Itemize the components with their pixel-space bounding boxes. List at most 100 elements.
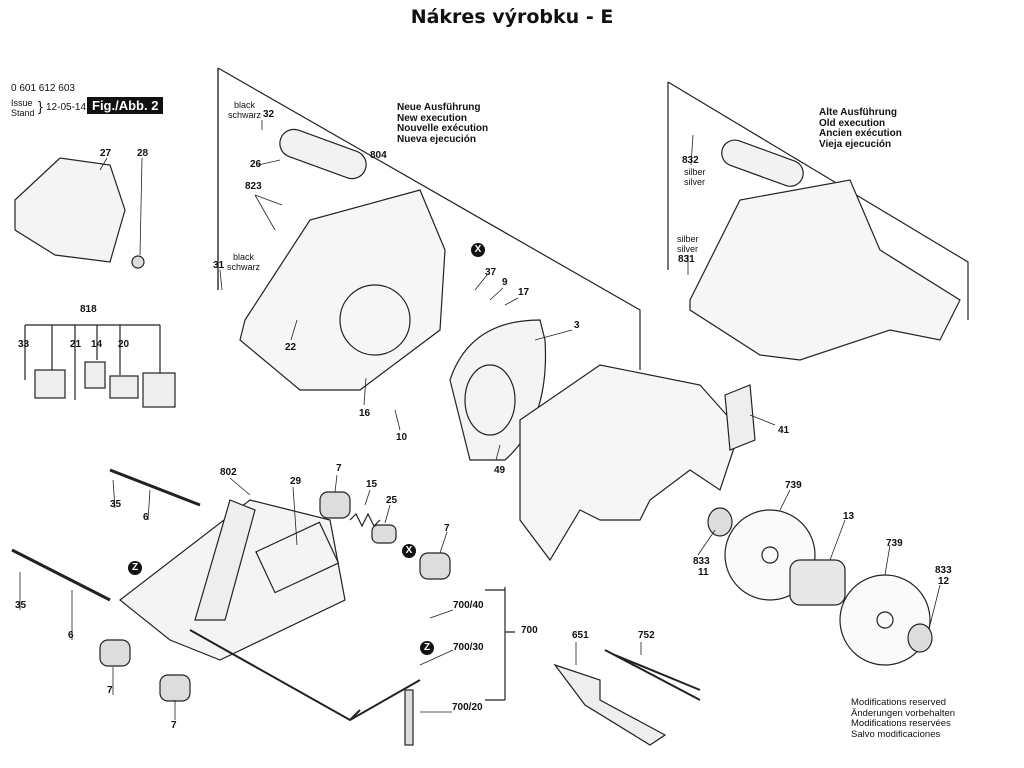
part-700-20-pin: [404, 689, 414, 746]
part-label: 14: [91, 339, 103, 350]
part-label: 6: [68, 630, 74, 641]
marker-x-icon: X: [402, 544, 416, 558]
part-label: 27: [100, 148, 112, 159]
part-label: 49: [494, 465, 506, 476]
issue-date: 12-05-14: [46, 102, 87, 113]
brace: }: [38, 98, 43, 114]
note-line: Nueva ejecución: [397, 133, 476, 145]
note-line: Salvo modificaciones: [851, 728, 941, 740]
rod-6-upper: [109, 468, 201, 507]
part-label: 26: [250, 159, 262, 170]
roller-7c: [99, 639, 131, 667]
note-line: Änderungen vorbehalten: [851, 707, 956, 719]
part-label: 833: [693, 556, 710, 567]
guard-new: [239, 189, 446, 391]
part-label: 31: [213, 260, 225, 271]
part-label: 700/20: [452, 702, 483, 713]
part-label: 11: [698, 567, 709, 578]
part-label: 818: [80, 304, 97, 315]
part-label: 29: [290, 476, 302, 487]
new-execution-note: Neue Ausführung New execution Nouvelle e…: [397, 102, 488, 145]
part-28-screw: [131, 255, 145, 269]
part-label: 32: [263, 109, 275, 120]
marker-z-icon: Z: [420, 641, 434, 655]
part-label: 12: [938, 576, 950, 587]
marker-x-icon: X: [471, 243, 485, 257]
part-20: [109, 375, 139, 399]
part-802-handle: [194, 499, 256, 621]
roller-7a: [319, 491, 351, 519]
part-label: 823: [245, 181, 262, 192]
part-29-label: [255, 521, 340, 594]
part-833-11-nut: [707, 507, 733, 537]
part-label: 35: [15, 600, 27, 611]
part-739-blade-1-hub: [761, 546, 779, 564]
assembly-frame-old: [667, 81, 969, 320]
part-label: schwarz: [228, 110, 262, 120]
marker-z-icon: Z: [128, 561, 142, 575]
part-27-cover: [14, 157, 126, 263]
part-label: 832: [682, 155, 699, 166]
note-line: Alte Ausführung: [819, 107, 897, 118]
part-label: 700/40: [453, 600, 484, 611]
part-label: 41: [778, 425, 790, 436]
roller-7b: [419, 552, 451, 580]
part-label: 21: [70, 339, 82, 350]
part-label: 651: [572, 630, 589, 641]
part-label: silver: [684, 177, 706, 187]
part-833-12-nut: [907, 623, 933, 653]
part-label: 3: [574, 320, 580, 331]
part-label: 9: [502, 277, 508, 288]
part-label: 7: [171, 720, 177, 731]
part-41-plate: [724, 384, 756, 451]
spring-15: [349, 512, 381, 528]
bracket-818: [24, 324, 161, 400]
part-label: 25: [386, 495, 398, 506]
note-line: New execution: [397, 112, 468, 124]
part-label: 752: [638, 630, 655, 641]
old-execution-note: Alte Ausführung Old execution Ancien exé…: [819, 107, 902, 150]
part-label: 37: [485, 267, 497, 278]
part-label: 22: [285, 342, 297, 353]
part-label: 739: [886, 538, 903, 549]
assembly-frame-new-lines: [217, 67, 641, 370]
part-label: silver: [677, 244, 699, 254]
part-label: 7: [107, 685, 113, 696]
note-line: Vieja ejecución: [819, 138, 892, 150]
part-651-wrench: [553, 663, 667, 746]
modifications-note: Modifications reserved Änderungen vorbeh…: [851, 697, 956, 740]
note-line: Modifications reservées: [851, 718, 951, 729]
part-label: 802: [220, 467, 237, 478]
part-3-hole: [464, 364, 516, 436]
part-label: 804: [370, 150, 387, 161]
issue-label: Issue: [11, 98, 33, 108]
note-line: Neue Ausführung: [397, 102, 481, 113]
roller-old: [721, 139, 804, 187]
part-26-roller: [279, 128, 367, 180]
roller-7d: [159, 674, 191, 702]
part-label: 739: [785, 480, 802, 491]
assembly-frame-bottom: [485, 587, 515, 701]
note-line: Ancien exécution: [819, 128, 902, 139]
part-13-flanges: [789, 559, 846, 606]
part-label: 17: [518, 287, 530, 298]
part-label: 833: [935, 565, 952, 576]
cover-big: [519, 364, 741, 562]
part-label: 16: [359, 408, 371, 419]
stand-label: Stand: [11, 108, 35, 118]
part-label: 28: [137, 148, 149, 159]
part-700-fence: [189, 629, 421, 722]
part-label: silber: [684, 167, 706, 177]
part-label: black: [233, 252, 255, 262]
part-label: 20: [118, 339, 130, 350]
part-number: 0 601 612 603: [11, 83, 75, 94]
part-33: [142, 372, 176, 408]
part-label: 33: [18, 339, 30, 350]
page-title: Nákres výrobku - E: [410, 6, 614, 28]
figure-label: Fig./Abb. 2: [87, 97, 164, 114]
note-line: Modifications reserved: [851, 697, 947, 708]
part-label: 15: [366, 479, 378, 490]
part-label: silber: [677, 234, 699, 244]
part-label: 35: [110, 499, 122, 510]
